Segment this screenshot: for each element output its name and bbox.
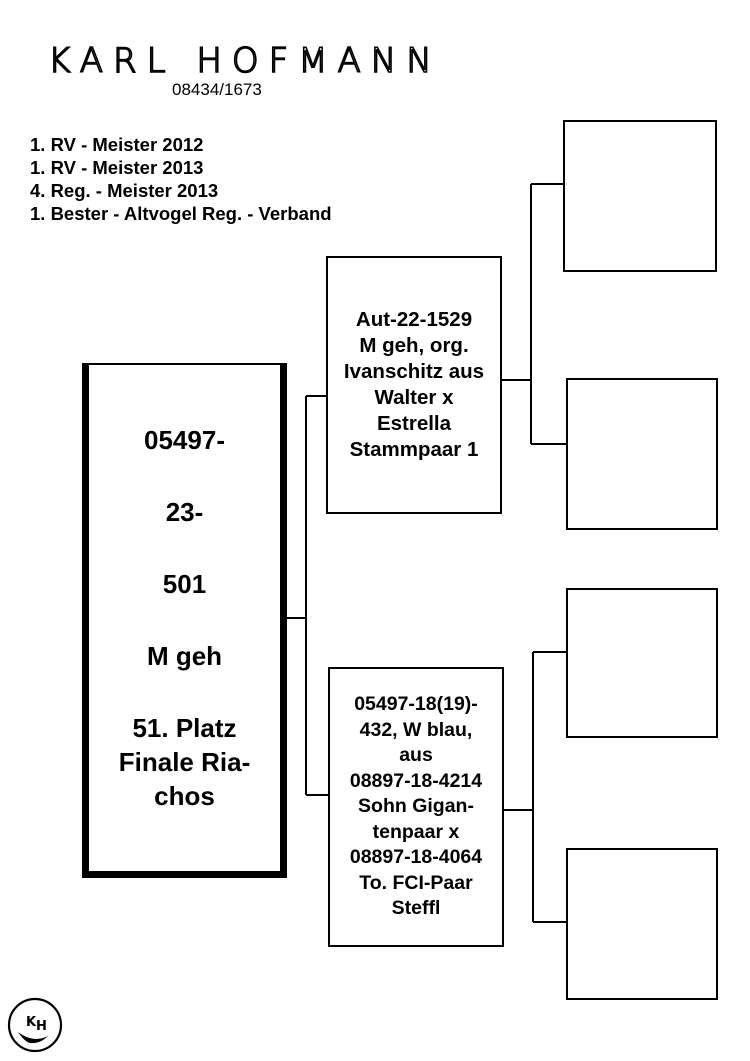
pigeon-ring-part: 23-	[165, 497, 204, 527]
sire-box: Aut-22-1529 M geh, org. Ivanschitz aus W…	[326, 256, 502, 514]
dam-line: 05497-18(19)-	[354, 693, 478, 716]
achievement-item: 1. Bester - Altvogel Reg. - Verband	[30, 203, 332, 224]
pigeon-ring-part: 05497-	[144, 425, 225, 455]
grandsire-paternal-box	[563, 120, 717, 272]
dam-line: To. FCI-Paar	[359, 871, 473, 894]
dam-line: Steffl	[391, 897, 441, 920]
registration-number: 08434/1673	[172, 80, 262, 99]
sire-line: Estrella	[376, 412, 452, 435]
granddam-maternal-box	[566, 848, 718, 1000]
breeder-name: KARL HOFMANN	[48, 40, 468, 80]
logo-initial-k: K	[26, 1015, 37, 1030]
grandsire-maternal-box	[566, 588, 718, 738]
pigeon-main-box: 05497- 23- 501 M geh 51. Platz Finale Ri…	[82, 363, 287, 878]
achievement-item: 4. Reg. - Meister 2013	[30, 180, 219, 201]
kh-logo: K H	[7, 997, 63, 1053]
sire-line: Stammpaar 1	[349, 438, 479, 461]
dam-line: 08897-18-4214	[349, 769, 483, 792]
achievements-list: 1. RV - Meister 2012 1. RV - Meister 201…	[30, 133, 332, 225]
dove-icon	[18, 1032, 48, 1044]
breeder-name-text: KARL HOFMANN	[48, 41, 442, 80]
pigeon-result: Finale Ria-	[118, 747, 251, 777]
pigeon-result: 51. Platz	[132, 713, 237, 743]
dam-line: Sohn Gigan-	[358, 795, 474, 818]
dam-line: 08897-18-4064	[349, 846, 483, 869]
granddam-paternal-box	[566, 378, 718, 530]
sire-line: M geh, org.	[359, 334, 469, 357]
pigeon-sex-color: M geh	[146, 641, 223, 671]
sire-line: Walter x	[374, 386, 454, 409]
pigeon-result: chos	[154, 781, 215, 811]
achievement-item: 1. RV - Meister 2012	[30, 134, 204, 155]
logo-initial-h: H	[36, 1019, 47, 1034]
breeder-name-outline-text: KARL HOFMANN	[48, 40, 442, 80]
dam-box: 05497-18(19)- 432, W blau, aus 08897-18-…	[328, 667, 504, 947]
sire-line: Ivanschitz aus	[343, 360, 485, 383]
dam-line: aus	[399, 744, 433, 767]
achievement-item: 1. RV - Meister 2013	[30, 157, 204, 178]
dam-line: 432, W blau,	[359, 718, 473, 741]
pigeon-ring-part: 501	[162, 569, 207, 599]
dam-line: tenpaar x	[372, 820, 460, 843]
sire-line: Aut-22-1529	[355, 308, 473, 331]
